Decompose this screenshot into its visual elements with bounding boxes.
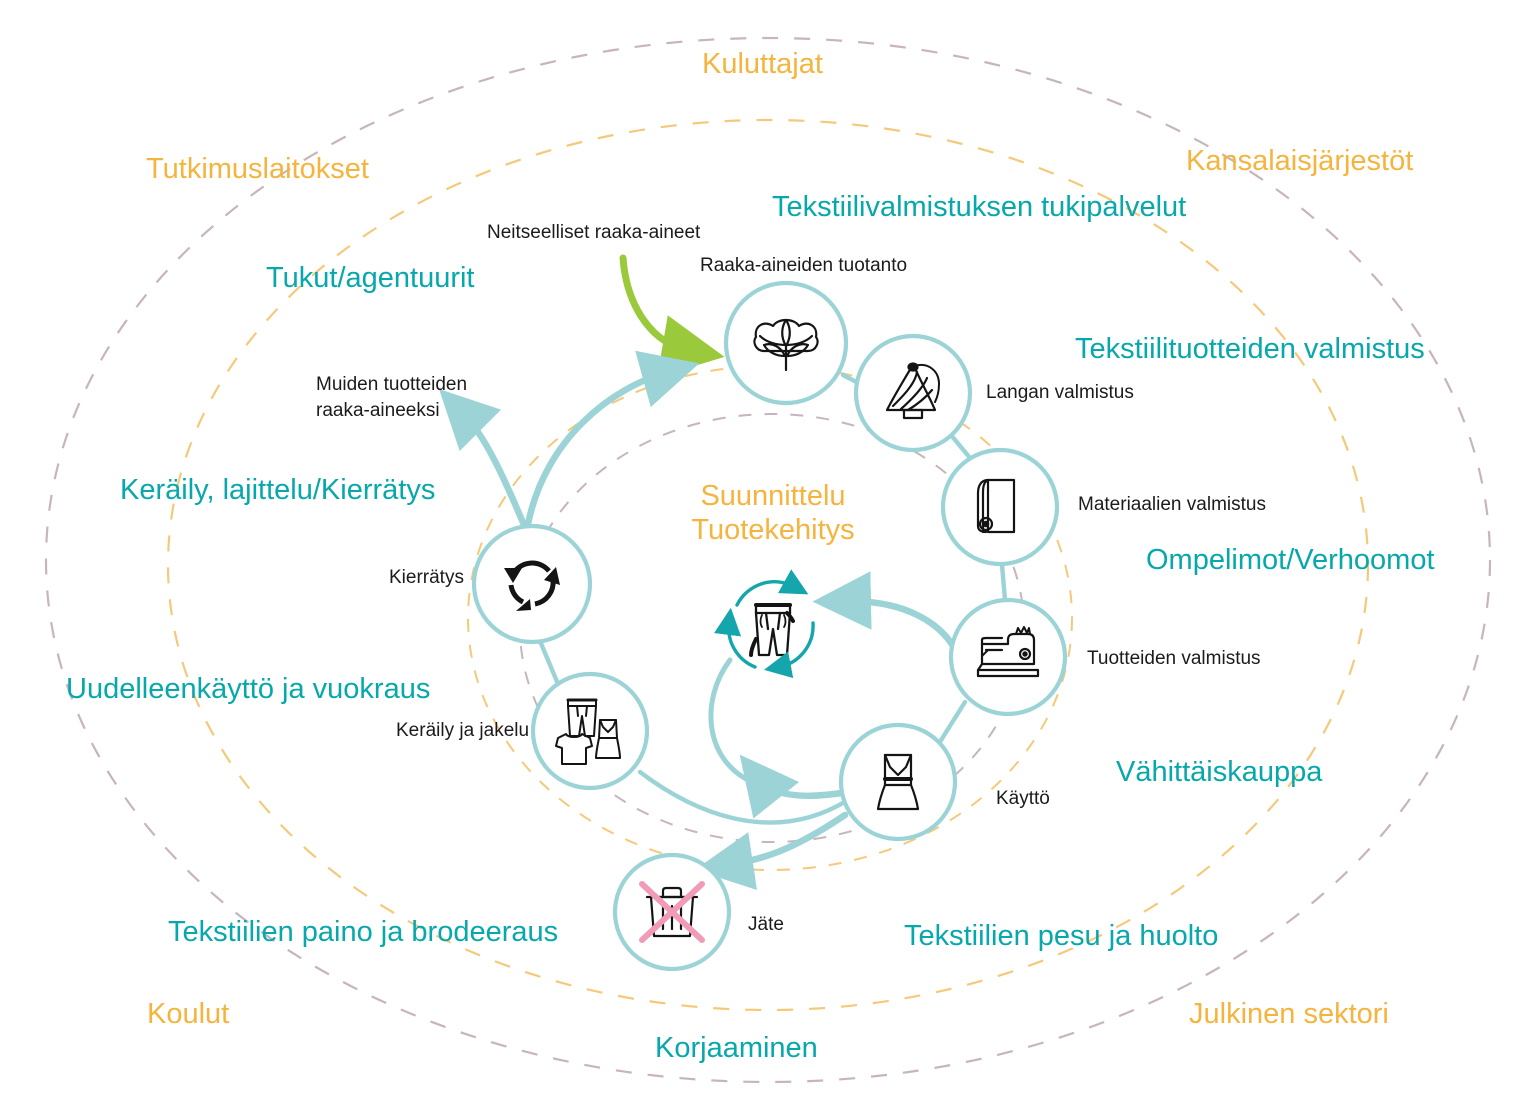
- ring-label-korjaaminen: Korjaaminen: [655, 1032, 818, 1064]
- ring-label-tekstiilituotteiden-valmistus: Tekstiilituotteiden valmistus: [1075, 333, 1425, 365]
- arrow-design-inner-loop: [708, 657, 755, 785]
- node-label-kaytto: Käyttö: [996, 788, 1050, 809]
- node-circle-kierratys[interactable]: [471, 523, 593, 645]
- sewing-machine-icon: [976, 626, 1040, 678]
- node-circle-langan-valmistus[interactable]: [853, 333, 973, 453]
- ring-label-tekstiilien-paino-ja-brodeeraus: Tekstiilien paino ja brodeeraus: [168, 916, 559, 948]
- node-circle-kerally-ja-jakelu[interactable]: [530, 671, 650, 791]
- yarn-spool-icon: [885, 362, 940, 420]
- outer-label-julkinen-sektori: Julkinen sektori: [1189, 998, 1389, 1030]
- ring-label-ompelimot-verhoomot: Ompelimot/Verhoomot: [1146, 544, 1435, 576]
- dress-icon: [876, 753, 920, 811]
- fabric-roll-icon: [976, 478, 1016, 534]
- ring-label-vahittaiskauppa: Vähittäiskauppa: [1116, 756, 1323, 788]
- connector-material-to-product: [999, 562, 1008, 603]
- arrow-design-to-manufacturing: [812, 571, 964, 664]
- node-circles: [471, 280, 1068, 972]
- crossed-trash-icon: [639, 881, 705, 943]
- arrow-use-to-design: [739, 754, 852, 819]
- connector-yarn-to-material: [948, 432, 973, 461]
- flow-label-neitseelliset-raaka-aineet: Neitseelliset raaka-aineet: [487, 222, 701, 243]
- node-circle-kaytto[interactable]: [838, 722, 958, 842]
- stakeholder-ring: [166, 118, 1370, 1012]
- arrow-recycling-to-other-products: [439, 389, 528, 529]
- node-circle-tuotteiden-valmistus[interactable]: [948, 597, 1068, 717]
- design-pants-icon: [714, 569, 815, 679]
- flow-label-muiden-tuotteiden-raaka-aineeksi: Muiden tuotteiden raaka-aineeksi: [316, 374, 468, 421]
- recycle-arrows-icon: [504, 560, 560, 611]
- outer-ring: [44, 36, 1492, 1084]
- node-label-langan-valmistus: Langan valmistus: [986, 382, 1134, 403]
- ring-label-kerailylajittelu-kierratys: Keräily, lajittelu/Kierrätys: [120, 474, 436, 506]
- connector-collection-to-recycling: [537, 638, 561, 687]
- arrow-use-to-waste: [694, 811, 849, 891]
- node-label-jate: Jäte: [748, 914, 784, 935]
- outer-label-kansalaisjarjestot: Kansalaisjärjestöt: [1186, 145, 1414, 177]
- arrow-recycling-to-raw: [524, 350, 700, 528]
- garments-icon: [555, 698, 621, 765]
- ring-label-tukut-agentuurit: Tukut/agentuurit: [266, 262, 475, 294]
- node-circle-materiaalien-valmistus[interactable]: [940, 447, 1060, 567]
- node-label-kierratys: Kierrätys: [389, 567, 464, 588]
- ring-label-tekstiilien-pesu-ja-huolto: Tekstiilien pesu ja huolto: [904, 920, 1219, 952]
- node-label-materiaalien-valmistus: Materiaalien valmistus: [1078, 494, 1266, 515]
- node-label-tuotteiden-valmistus: Tuotteiden valmistus: [1087, 648, 1261, 669]
- flow-arrows: [439, 254, 964, 891]
- node-label-kerally-ja-jakelu: Keräily ja jakelu: [396, 720, 530, 741]
- cotton-boll-icon: [753, 318, 819, 372]
- connector-use-to-collection: [637, 769, 851, 825]
- outer-label-koulut: Koulut: [147, 998, 230, 1030]
- connector-product-to-use: [935, 699, 968, 748]
- outer-label-kuluttajat: Kuluttajat: [702, 48, 823, 80]
- center-title: Suunnittelu Tuotekehitys: [691, 480, 855, 547]
- arrow-virgin-materials: [619, 254, 725, 378]
- ring-label-uudelleenkaytto-ja-vuokraus: Uudelleenkäyttö ja vuokraus: [66, 673, 431, 705]
- node-circle-raaka-aineiden-tuotanto[interactable]: [723, 280, 849, 406]
- node-label-raaka-aineiden-tuotanto: Raaka-aineiden tuotanto: [700, 255, 908, 276]
- outer-label-tutkimuslaitokset: Tutkimuslaitokset: [146, 153, 369, 185]
- ring-label-tekstiilivalmistuksen-tukipalvelut: Tekstiilivalmistuksen tukipalvelut: [772, 191, 1187, 223]
